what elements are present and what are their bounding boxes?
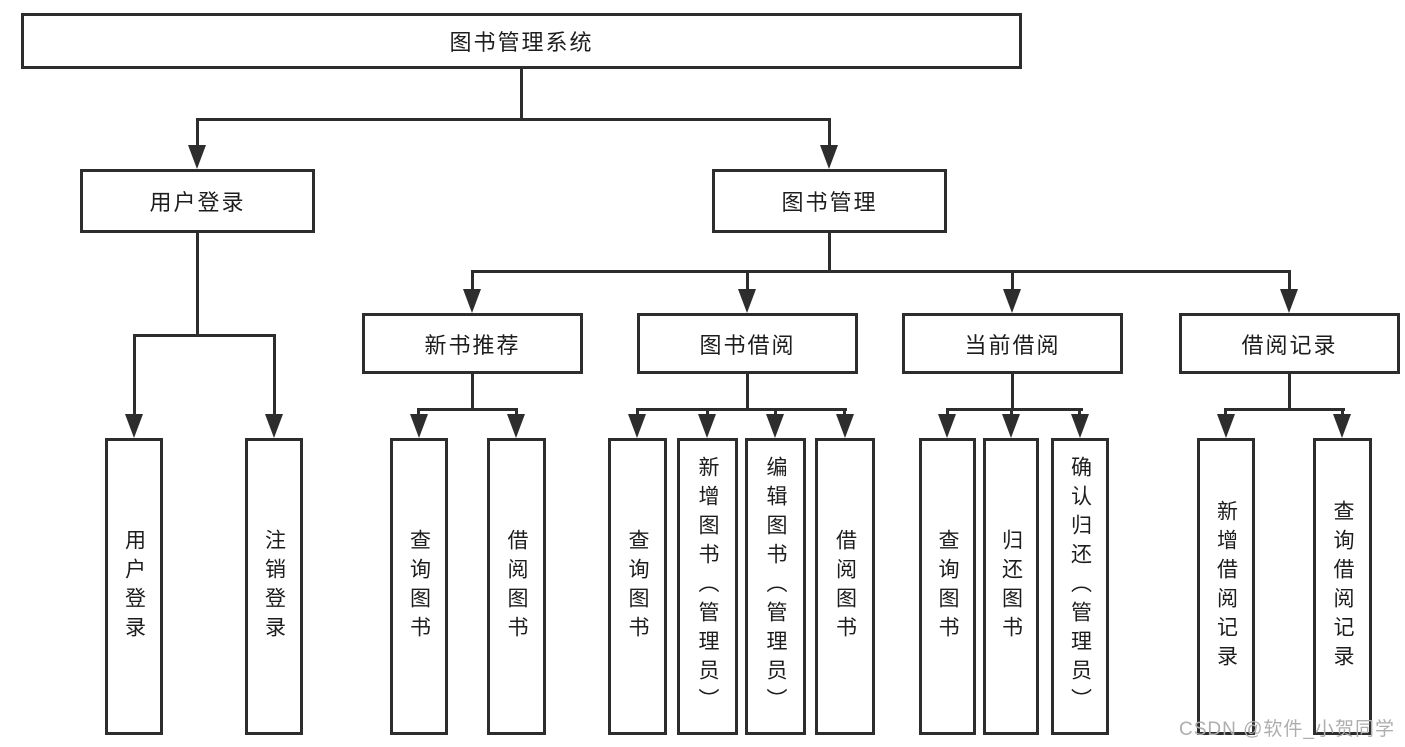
- connector-line: [1224, 408, 1345, 411]
- connector-line: [133, 334, 276, 337]
- leaf-user-login: 用户登录: [105, 438, 163, 735]
- arrow-down-icon: [507, 414, 525, 438]
- connector-line: [1288, 270, 1291, 291]
- connector-line: [1010, 408, 1013, 417]
- node-new-book-recommend: 新书推荐: [362, 313, 583, 374]
- leaf-current-confirm-return-admin: 确认归还（管理员）: [1051, 438, 1109, 735]
- leaf-records-add-record: 新增借阅记录: [1197, 438, 1255, 735]
- connector-line: [1078, 408, 1081, 417]
- connector-line: [273, 334, 276, 416]
- leaf-logout: 注销登录: [245, 438, 303, 735]
- connector-line: [520, 69, 523, 121]
- connector-line: [774, 408, 777, 417]
- connector-line: [1011, 270, 1014, 291]
- arrow-down-icon: [188, 145, 206, 169]
- node-user-login: 用户登录: [80, 169, 315, 233]
- connector-line: [471, 270, 1291, 273]
- connector-line: [706, 408, 709, 417]
- leaf-borrowing-edit-books-admin: 编辑图书（管理员）: [745, 438, 806, 735]
- connector-line: [417, 408, 420, 417]
- leaf-recommend-borrow-books: 借阅图书: [487, 438, 546, 735]
- leaf-recommend-query-books: 查询图书: [390, 438, 448, 735]
- leaf-borrowing-borrow-books: 借阅图书: [815, 438, 875, 735]
- connector-line: [471, 270, 474, 291]
- arrow-down-icon: [125, 414, 143, 438]
- leaf-borrowing-query-books: 查询图书: [608, 438, 667, 735]
- node-library-management-system: 图书管理系统: [21, 13, 1022, 69]
- connector-line: [417, 408, 518, 411]
- connector-line: [946, 408, 949, 417]
- arrow-down-icon: [1071, 414, 1089, 438]
- arrow-down-icon: [820, 145, 838, 169]
- connector-line: [828, 233, 831, 273]
- arrow-down-icon: [628, 414, 646, 438]
- connector-line: [1011, 374, 1014, 411]
- connector-line: [636, 408, 847, 411]
- connector-line: [828, 118, 831, 148]
- connector-line: [471, 374, 474, 411]
- connector-line: [746, 270, 749, 291]
- connector-line: [1224, 408, 1227, 417]
- arrow-down-icon: [1002, 414, 1020, 438]
- connector-line: [843, 408, 846, 417]
- connector-line: [515, 408, 518, 417]
- arrow-down-icon: [1003, 289, 1021, 313]
- arrow-down-icon: [836, 414, 854, 438]
- leaf-current-return-books: 归还图书: [983, 438, 1039, 735]
- connector-line: [196, 118, 199, 148]
- connector-line: [946, 408, 1083, 411]
- leaf-records-query-record: 查询借阅记录: [1313, 438, 1372, 735]
- arrow-down-icon: [1217, 414, 1235, 438]
- node-book-management: 图书管理: [712, 169, 947, 233]
- connector-line: [133, 334, 136, 416]
- connector-line: [196, 233, 199, 337]
- arrow-down-icon: [1333, 414, 1351, 438]
- node-current-borrowing: 当前借阅: [902, 313, 1123, 374]
- csdn-watermark: CSDN @软件_小贺同学: [1179, 719, 1395, 740]
- arrow-down-icon: [766, 414, 784, 438]
- connector-line: [1288, 374, 1291, 411]
- arrow-down-icon: [265, 414, 283, 438]
- leaf-current-query-books: 查询图书: [919, 438, 976, 735]
- node-book-borrowing: 图书借阅: [637, 313, 858, 374]
- connector-line: [196, 118, 831, 121]
- arrow-down-icon: [463, 289, 481, 313]
- arrow-down-icon: [738, 289, 756, 313]
- leaf-borrowing-add-books-admin: 新增图书（管理员）: [677, 438, 738, 735]
- connector-line: [636, 408, 639, 417]
- connector-line: [746, 374, 749, 411]
- arrow-down-icon: [938, 414, 956, 438]
- connector-line: [1341, 408, 1344, 417]
- node-borrowing-records: 借阅记录: [1179, 313, 1400, 374]
- arrow-down-icon: [1280, 289, 1298, 313]
- arrow-down-icon: [410, 414, 428, 438]
- arrow-down-icon: [698, 414, 716, 438]
